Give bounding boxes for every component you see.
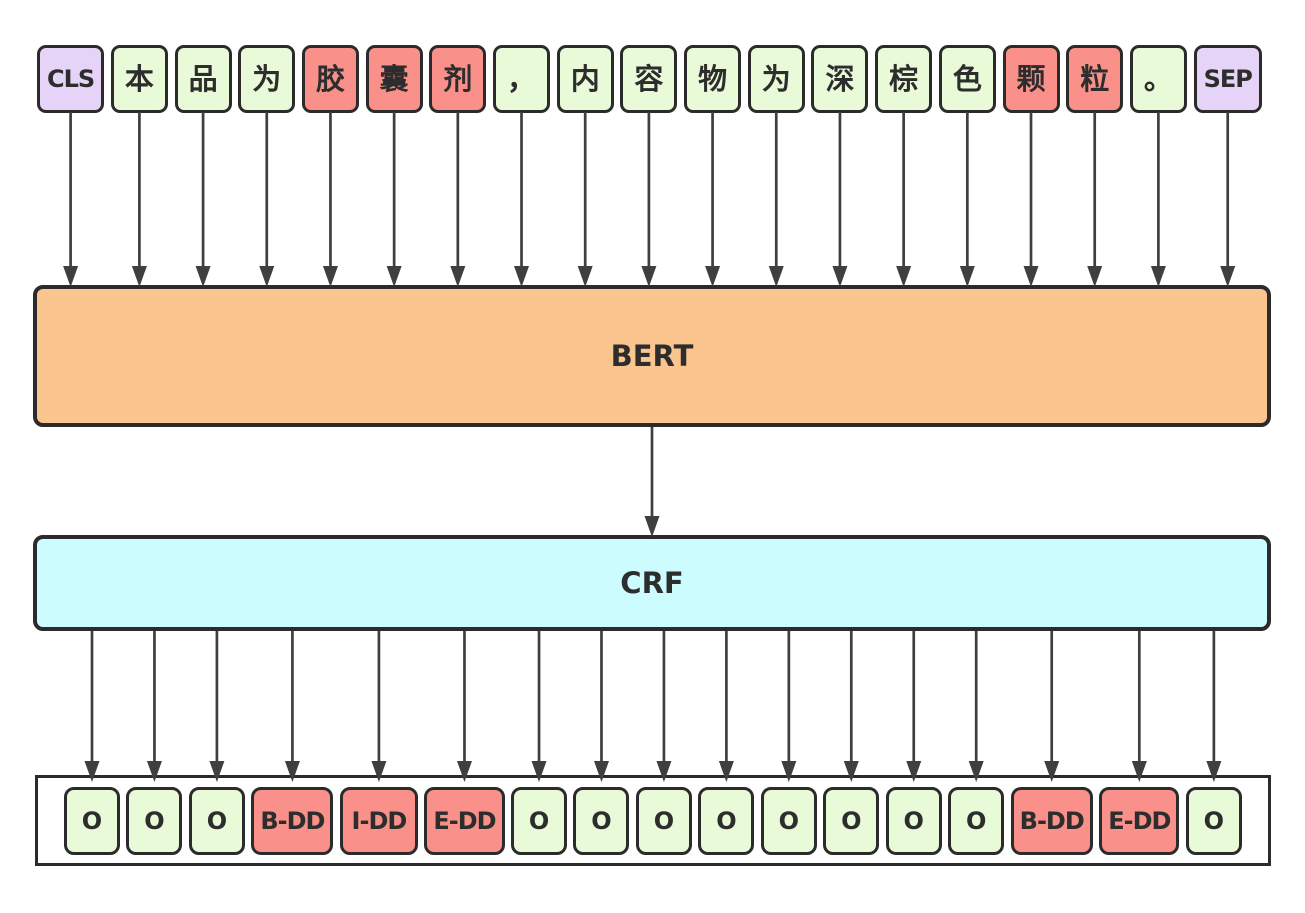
token-box: 棕: [875, 45, 933, 113]
flow-arrow: [1023, 112, 1039, 287]
output-box: O: [64, 786, 120, 855]
token-box: 囊: [365, 45, 423, 113]
token-box: ，: [493, 45, 551, 113]
flow-arrow: [781, 631, 797, 782]
token-box: 。: [1129, 45, 1187, 113]
output-box: O: [573, 786, 630, 855]
flow-arrow: [146, 631, 162, 782]
flow-arrow: [768, 112, 784, 287]
flow-arrow: [593, 631, 609, 782]
flow-arrow: [1206, 631, 1222, 782]
token-box: 为: [238, 45, 296, 113]
crf-label: CRF: [620, 566, 684, 600]
token-box: 深: [811, 45, 869, 113]
flow-arrow: [832, 112, 848, 287]
token-box: 内: [556, 45, 614, 113]
flow-arrow: [896, 112, 912, 287]
output-box: O: [698, 786, 755, 855]
flow-arrow: [1131, 631, 1147, 782]
token-box: 剂: [429, 45, 487, 113]
flow-arrow: [195, 112, 211, 287]
flow-arrow: [641, 112, 657, 287]
flow-arrow: [718, 631, 734, 782]
output-box: O: [511, 786, 568, 855]
flow-arrow: [456, 631, 472, 782]
flow-arrow: [131, 112, 147, 287]
flow-arrow: [656, 631, 672, 782]
output-box: O: [885, 786, 942, 855]
bert-layer-box: BERT: [33, 285, 1271, 427]
flow-arrow: [284, 631, 300, 782]
token-box: SEP: [1193, 45, 1262, 113]
flow-arrow: [371, 631, 387, 782]
token-box: CLS: [37, 45, 105, 113]
crf-layer-box: CRF: [33, 535, 1271, 631]
flow-arrow: [514, 112, 530, 287]
output-box: B-DD: [1010, 786, 1093, 855]
token-box: 为: [747, 45, 805, 113]
flow-arrow: [531, 631, 547, 782]
flow-arrow: [906, 631, 922, 782]
token-box: 品: [174, 45, 232, 113]
flow-arrow: [843, 631, 859, 782]
flow-arrow: [1087, 112, 1103, 287]
output-box: O: [948, 786, 1005, 855]
output-box: O: [635, 786, 692, 855]
flow-arrow: [705, 112, 721, 287]
flow-arrow: [322, 112, 338, 287]
flow-arrow: [1220, 112, 1236, 287]
token-box: 物: [684, 45, 742, 113]
flow-arrow: [1150, 112, 1166, 287]
output-box: B-DD: [251, 786, 334, 855]
output-box: E-DD: [1099, 786, 1180, 855]
token-box: 粒: [1066, 45, 1124, 113]
flow-arrow: [577, 112, 593, 287]
flow-arrow: [644, 427, 660, 537]
output-box: O: [760, 786, 817, 855]
output-box: I-DD: [339, 786, 418, 855]
flow-arrow: [386, 112, 402, 287]
output-box: O: [1185, 786, 1242, 855]
output-box: O: [823, 786, 880, 855]
output-box: O: [188, 786, 245, 855]
flow-arrow: [84, 631, 100, 782]
flow-arrow: [1044, 631, 1060, 782]
bert-label: BERT: [610, 339, 694, 373]
token-box: 色: [938, 45, 996, 113]
flow-arrow: [450, 112, 466, 287]
flow-arrow: [968, 631, 984, 782]
flow-arrow: [209, 631, 225, 782]
flow-arrow: [959, 112, 975, 287]
flow-arrow: [259, 112, 275, 287]
token-box: 颗: [1002, 45, 1060, 113]
output-box: E-DD: [424, 786, 505, 855]
token-box: 胶: [301, 45, 359, 113]
flow-arrow: [63, 112, 79, 287]
output-box: O: [126, 786, 183, 855]
token-box: 容: [620, 45, 678, 113]
token-box: 本: [110, 45, 168, 113]
